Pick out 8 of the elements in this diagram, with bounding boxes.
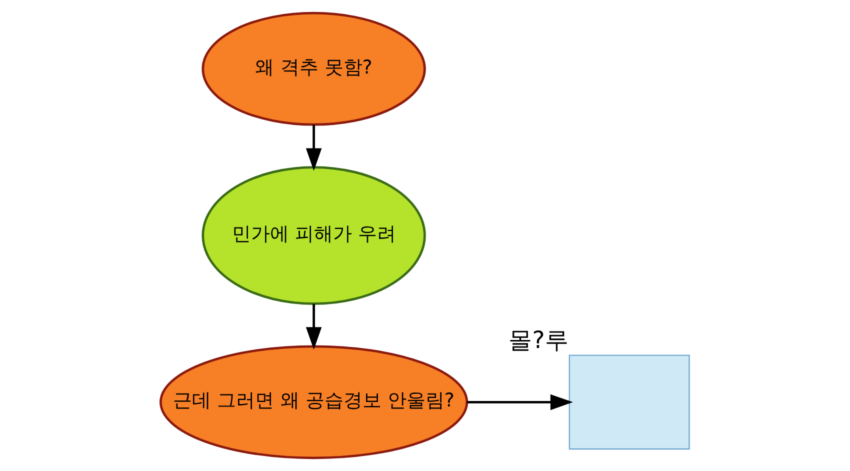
- arrow: [306, 124, 322, 171]
- node-ellipse: 민가에 피해가 우려: [202, 166, 426, 305]
- arrow: [306, 304, 322, 350]
- node-ellipse: 왜 격추 못함?: [202, 12, 426, 126]
- node-box: [568, 354, 690, 450]
- node-ellipse: 근데 그러면 왜 공습경보 안울림?: [160, 345, 468, 460]
- node-label: 몰?루: [508, 326, 569, 354]
- arrow: [466, 394, 573, 410]
